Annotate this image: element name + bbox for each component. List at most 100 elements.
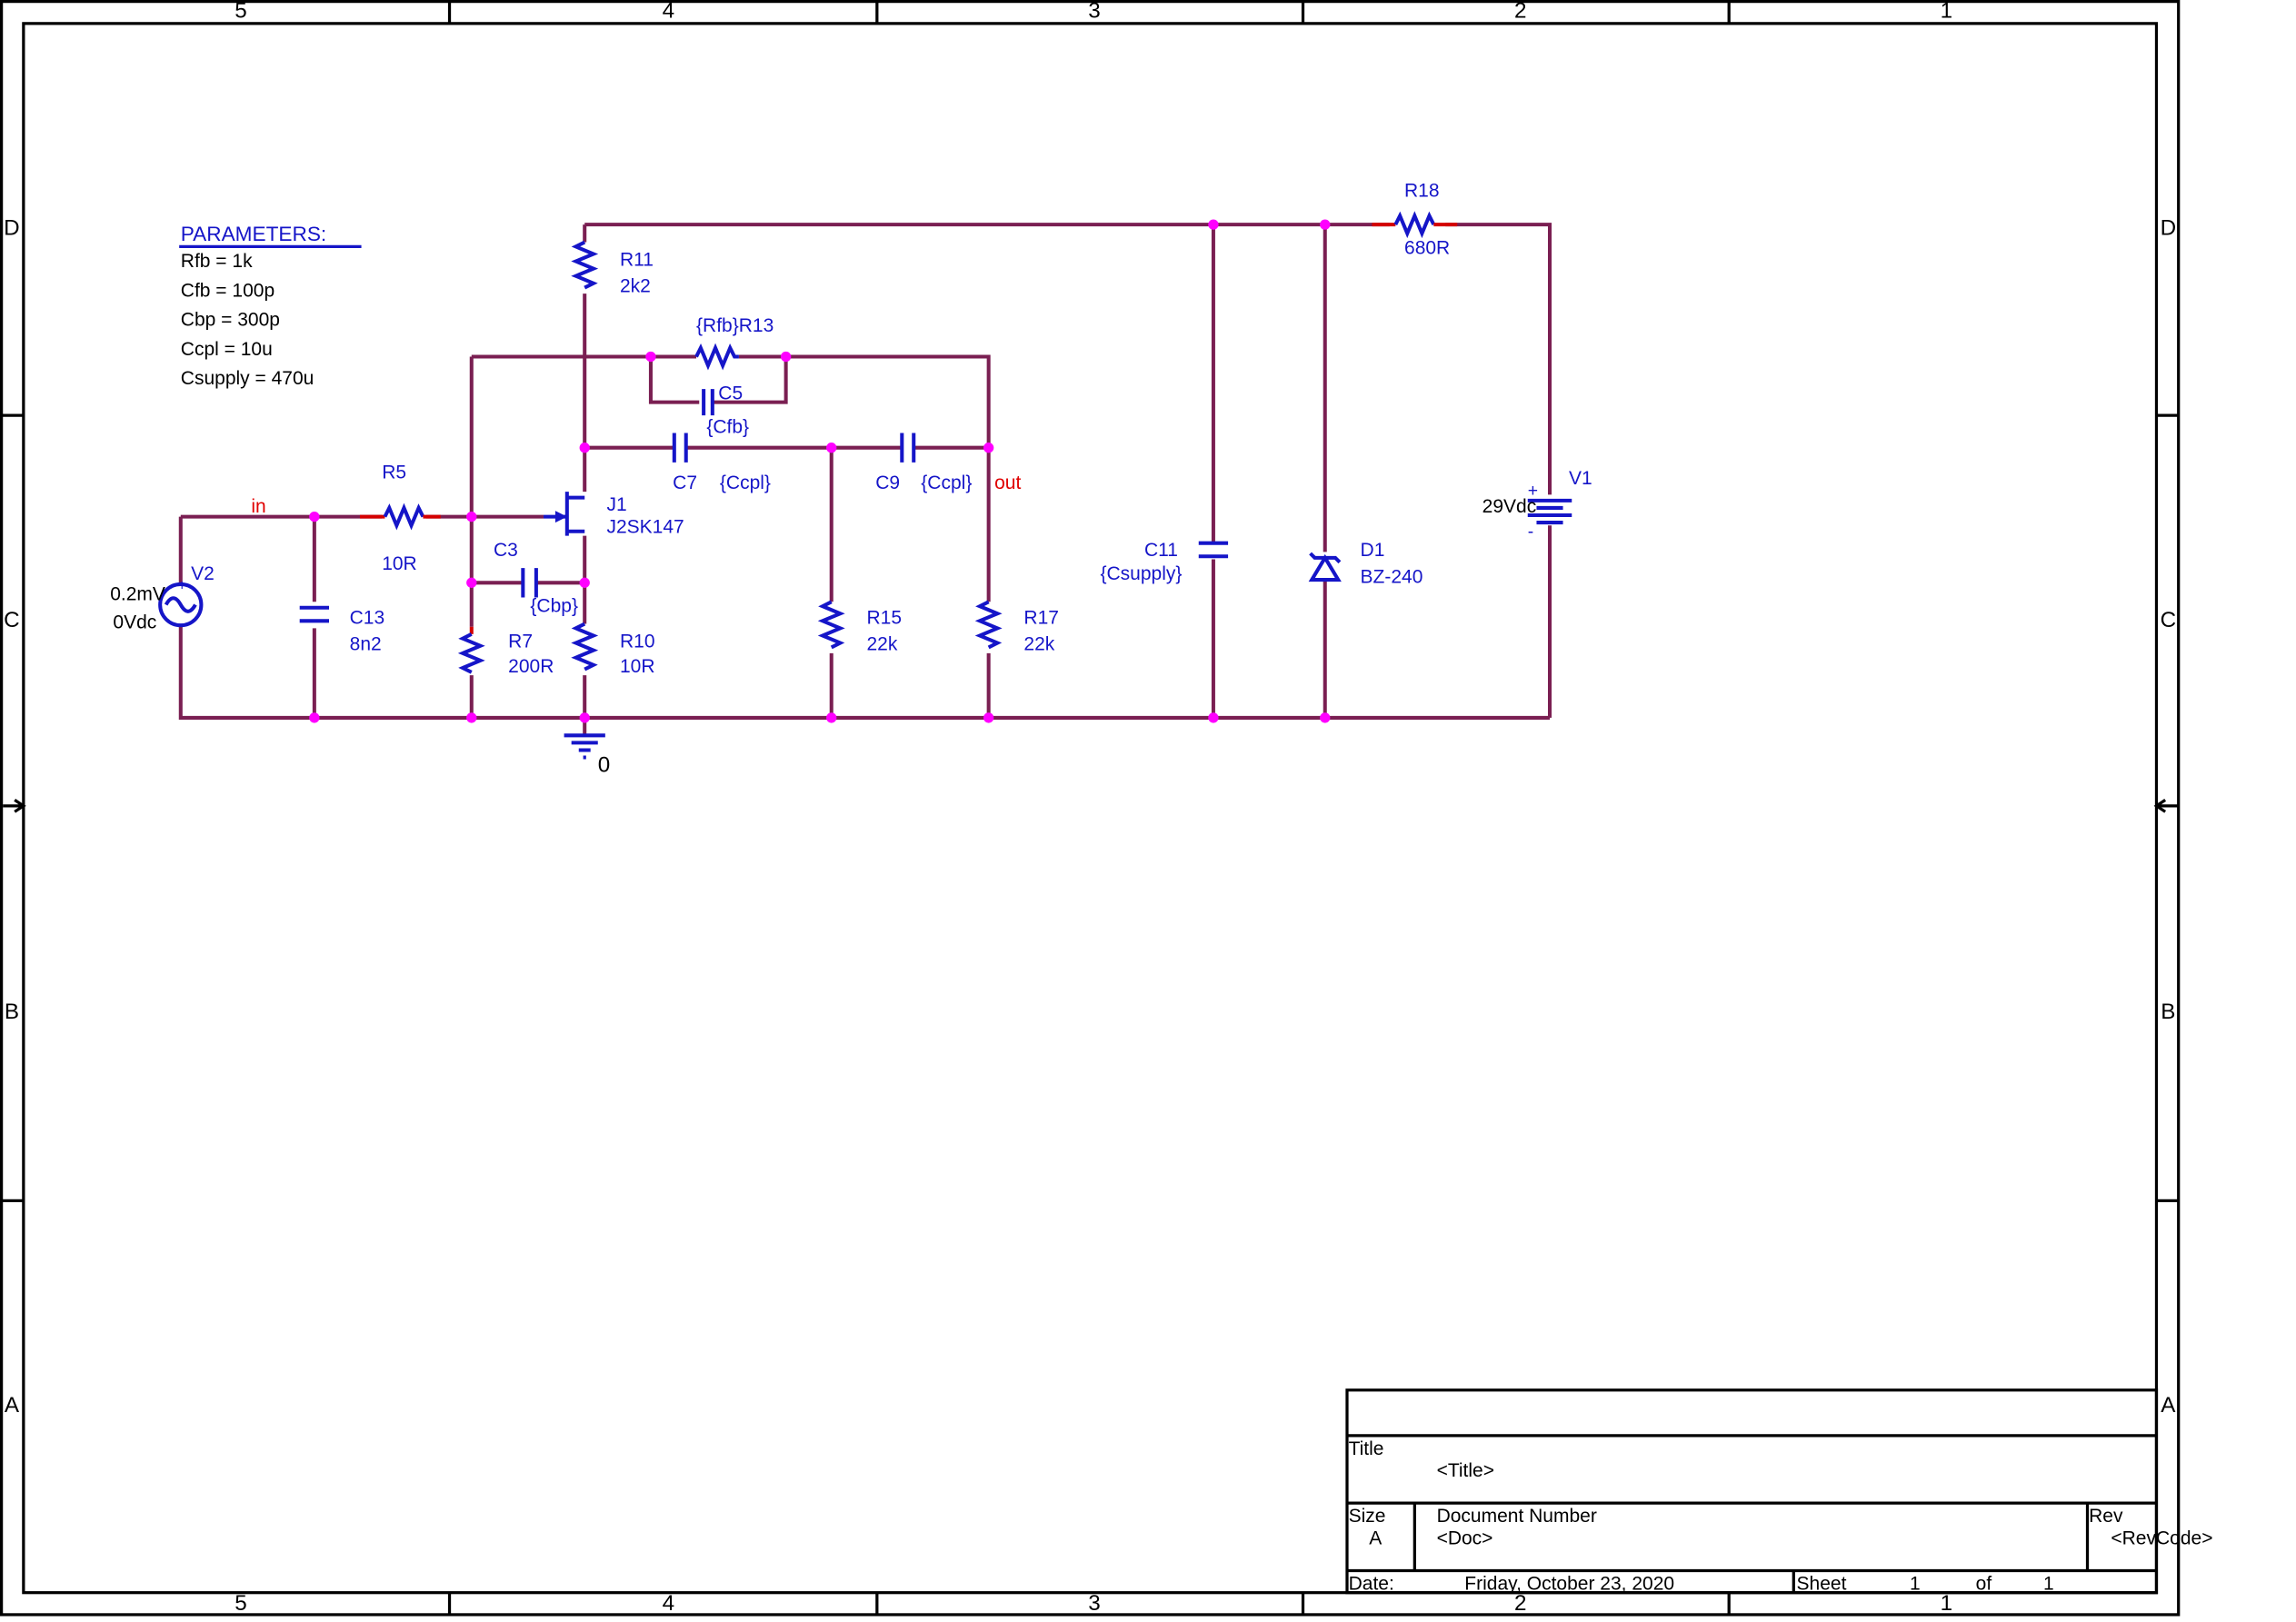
junction-dots [309, 219, 1331, 723]
junction-dot [579, 443, 590, 453]
param-cbp: Cbp = 300p [181, 310, 280, 331]
junction-dot [983, 443, 994, 453]
zone-col-top-5: 1 [1941, 0, 1952, 23]
document-number-value: <Doc> [1437, 1527, 1493, 1548]
zone-col-bottom-3: 3 [1088, 1591, 1100, 1616]
J1-value: J2SK147 [606, 516, 684, 537]
R11-ref: R11 [620, 249, 654, 270]
zone-row-right-4: A [2161, 1393, 2176, 1418]
resistor-R5[interactable] [359, 503, 441, 531]
junction-dot [466, 511, 477, 522]
net-label-in: in [251, 496, 265, 517]
sheet-number: 1 [1910, 1573, 1921, 1594]
capacitor-C3[interactable] [521, 568, 538, 598]
sheet-label: Sheet [1797, 1573, 1847, 1594]
junction-dot [1208, 712, 1219, 723]
D1-ref: D1 [1361, 540, 1385, 561]
capacitor-C11[interactable] [1198, 541, 1229, 559]
R11-value: 2k2 [620, 275, 651, 296]
C3-value: {Cbp} [530, 596, 578, 617]
junction-dot [645, 351, 656, 363]
battery-V1[interactable]: + - [1528, 481, 1572, 542]
resistor-R13[interactable] [694, 343, 739, 371]
capacitor-C5[interactable] [702, 389, 714, 416]
V2-ac: 0.2mV [110, 584, 165, 605]
title-value: <Title> [1437, 1460, 1494, 1481]
capacitor-C7[interactable] [672, 433, 688, 463]
sheet-of-label: of [1976, 1573, 1992, 1594]
C13-value: 8n2 [350, 634, 382, 655]
junction-dot [1208, 219, 1219, 230]
drawing-frame [0, 0, 2181, 1617]
junction-dot [579, 712, 590, 723]
R15-ref: R15 [867, 608, 903, 629]
junction-dot [1320, 712, 1331, 723]
resistor-R18[interactable] [1372, 211, 1458, 239]
C5-value: {Cfb} [706, 417, 749, 438]
junction-dot [1320, 219, 1331, 230]
D1-value: BZ-240 [1361, 566, 1423, 587]
junction-dot [826, 443, 837, 453]
zone-col-bottom-2: 4 [663, 1591, 674, 1616]
V1-ref: V1 [1569, 468, 1592, 489]
title-block: Title <Title> Size A Document Number <Do… [1345, 1388, 2212, 1594]
junction-dot [826, 712, 837, 723]
J1-ref: J1 [606, 494, 626, 515]
title-label: Title [1349, 1438, 1384, 1459]
minus-icon: - [178, 617, 183, 633]
net-label-out: out [994, 473, 1021, 493]
zone-row-right-1: D [2161, 215, 2177, 240]
param-ccpl: Ccpl = 10u [181, 339, 273, 360]
R18-value: 680R [1404, 237, 1450, 258]
parameters-block: PARAMETERS: Rfb = 1k Cfb = 100p Cbp = 30… [179, 223, 362, 389]
right-center-arrow-icon [2153, 799, 2179, 813]
zone-col-top-2: 4 [663, 0, 674, 23]
zone-row-left-3: B [5, 1000, 19, 1024]
param-cfb: Cfb = 100p [181, 280, 275, 301]
C11-ref: C11 [1144, 540, 1178, 561]
resistor-R15[interactable] [817, 600, 845, 650]
plus-icon: + [178, 577, 186, 593]
capacitor-C13[interactable] [299, 605, 330, 623]
C9-ref: C9 [875, 473, 900, 493]
zone-col-bottom-4: 2 [1514, 1591, 1526, 1616]
jfet-J1[interactable] [543, 492, 585, 536]
zone-row-left-1: D [4, 215, 20, 240]
C7-ref: C7 [673, 473, 697, 493]
document-number-label: Document Number [1437, 1506, 1597, 1527]
R5-value: 10R [382, 553, 417, 574]
R10-ref: R10 [620, 631, 655, 652]
C7-value: {Ccpl} [720, 473, 771, 493]
resistor-R7[interactable] [457, 626, 485, 674]
resistor-R11[interactable] [571, 240, 599, 290]
wires [178, 223, 1552, 734]
ground-label: 0 [598, 753, 610, 778]
junction-dot [309, 712, 320, 723]
R5-ref: R5 [382, 463, 406, 483]
R7-ref: R7 [508, 631, 533, 652]
zone-row-left-2: C [4, 608, 20, 632]
junction-dot [309, 511, 320, 522]
capacitor-C9[interactable] [900, 433, 916, 463]
C9-value: {Ccpl} [921, 473, 972, 493]
zone-col-bottom-1: 5 [235, 1591, 246, 1616]
zone-row-right-2: C [2161, 608, 2177, 632]
R15-value: 22k [867, 634, 898, 655]
junction-dot [466, 577, 477, 588]
zone-col-top-4: 2 [1514, 0, 1526, 23]
zener-diode-D1[interactable] [1308, 552, 1342, 582]
component-labels: in out 0 R5 10R R11 2k2 {Rfb}R13 C5 {Cfb… [110, 180, 1592, 777]
junction-dot [579, 577, 590, 588]
size-label: Size [1349, 1506, 1386, 1527]
zone-col-bottom-5: 1 [1941, 1591, 1952, 1616]
resistor-R17[interactable] [974, 600, 1003, 650]
junction-dot [466, 712, 477, 723]
R17-value: 22k [1023, 634, 1054, 655]
R17-ref: R17 [1023, 608, 1059, 629]
ac-source-V2[interactable]: + - [158, 577, 204, 633]
resistor-R10[interactable] [571, 622, 599, 672]
minus-icon: - [1528, 522, 1533, 542]
size-value: A [1369, 1527, 1382, 1548]
R7-value: 200R [508, 656, 554, 677]
